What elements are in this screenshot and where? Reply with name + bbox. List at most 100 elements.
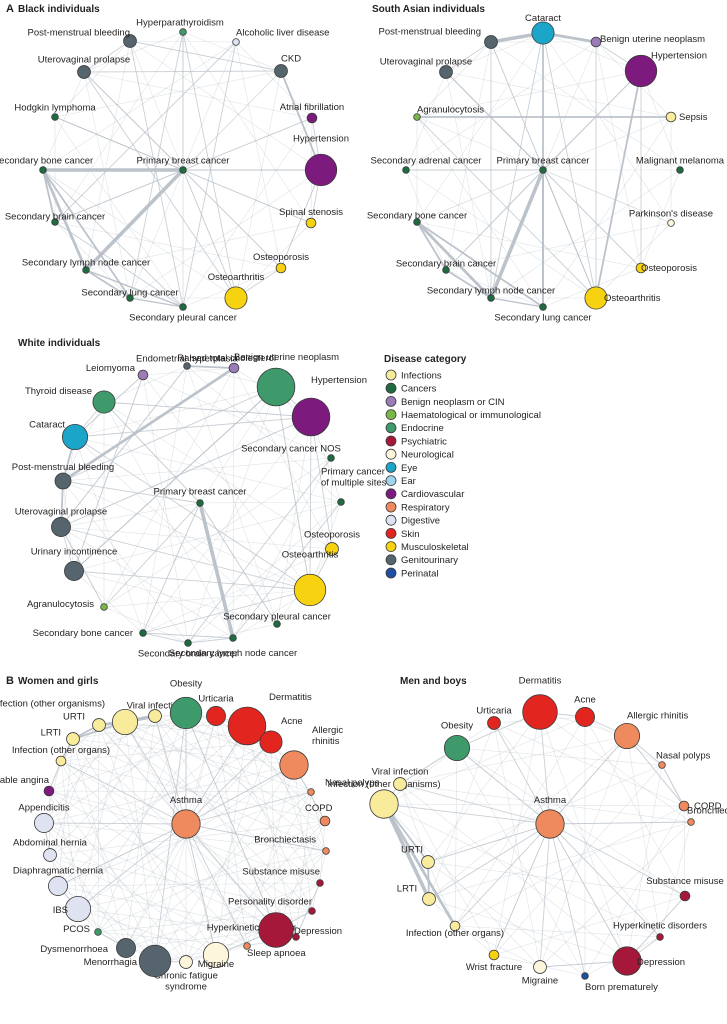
white-edge — [142, 416, 312, 634]
node-label: Secondary lymph node cancer — [169, 648, 297, 659]
node-marker-cancers — [539, 303, 547, 311]
white-edge — [142, 374, 189, 644]
white-edge — [232, 501, 342, 639]
black-edge — [129, 169, 322, 299]
node-label: Spinal stenosis — [279, 207, 343, 218]
women-edge — [72, 738, 327, 852]
black-edge — [85, 222, 312, 271]
women-edge — [43, 764, 295, 824]
node-secondary-brain-cancer: Secondary brain cancer — [5, 212, 105, 226]
node-secondary-bone-cancer: Secondary bone cancer — [367, 211, 467, 226]
men-edge — [661, 764, 685, 807]
men-edge — [399, 783, 628, 962]
men-edge — [493, 722, 541, 968]
men-edge — [539, 711, 692, 823]
node-marker-genitourinary — [484, 35, 498, 49]
node-nasal-polyps: Nasal polyps — [307, 778, 380, 796]
men-edge — [383, 803, 661, 938]
legend-item-musculoskeletal: Musculoskeletal — [385, 541, 469, 553]
white-edge — [186, 365, 342, 503]
men-edge — [539, 711, 628, 962]
node-label: Dermatitis — [519, 676, 562, 687]
node-atrial-fibrillation: Atrial fibrillation — [280, 102, 344, 124]
node-label: Infection (other organisms) — [328, 779, 441, 790]
southasian-edge — [405, 71, 447, 171]
men-edge — [539, 823, 551, 968]
node-dysmenorrhoea: Dysmenorrhoea — [40, 938, 136, 958]
women-edge — [185, 823, 277, 931]
node-marker-digestive — [43, 848, 57, 862]
women-edge — [77, 823, 187, 910]
node-marker-infections — [369, 789, 399, 819]
node-primary-breast-cancer: Primary breast cancer — [137, 156, 229, 174]
legend-item-infections: Infections — [385, 369, 442, 381]
black-edge — [54, 70, 282, 118]
node-label: Nasal polyps — [325, 778, 380, 789]
node-marker-genitourinary — [123, 34, 137, 48]
node-label: Uterovaginal prolapse — [380, 57, 472, 68]
black-edge — [41, 169, 88, 271]
black-edge — [54, 116, 184, 171]
men-edge — [428, 898, 495, 956]
node-depression: Depression — [258, 912, 342, 948]
black-edge — [129, 31, 184, 299]
legend-label: Musculoskeletal — [401, 542, 469, 553]
men-edge — [549, 823, 686, 897]
white-edge — [62, 386, 277, 482]
white-edge — [103, 401, 234, 639]
white-edge — [310, 416, 333, 550]
node-label: Malignant melanoma — [636, 156, 725, 167]
white-edge — [60, 365, 188, 528]
node-label: PCOS — [63, 924, 90, 935]
white-edge — [142, 502, 201, 634]
white-edge — [60, 502, 201, 528]
men-edge — [382, 803, 431, 900]
node-post-menstrual-bleeding: Post-menstrual bleeding — [12, 462, 114, 490]
node-hypertension: Hypertension — [624, 50, 707, 88]
women-edge — [154, 850, 327, 962]
southasian-edge — [416, 221, 447, 271]
legend-label: Infections — [401, 370, 442, 381]
node-marker-respiratory — [171, 809, 201, 839]
node-hodgkin-lymphoma: Hodgkin lymphoma — [14, 103, 96, 121]
women-edge — [43, 822, 217, 956]
white-edge — [60, 526, 333, 550]
women-edge — [77, 715, 217, 910]
men-edge — [549, 735, 628, 825]
node-label: Urinary incontinence — [31, 546, 118, 557]
node-acne: Acne — [574, 694, 596, 727]
men-edge — [383, 803, 551, 825]
black-edge — [280, 169, 322, 269]
southasian-edge — [416, 116, 544, 308]
men-edge — [549, 823, 661, 938]
node-label: Secondary pleural cancer — [129, 312, 237, 323]
men-edge — [493, 764, 663, 956]
women-edge — [124, 721, 156, 962]
node-personality-disorder: Personality disorder — [228, 897, 316, 915]
node-marker-digestive — [48, 876, 68, 896]
node-label: Infection (other organs) — [12, 745, 110, 756]
southasian-edge — [445, 41, 492, 271]
black-edge — [83, 70, 282, 73]
black-edge — [235, 70, 282, 299]
women-edge — [49, 741, 272, 856]
node-label: Cataract — [29, 419, 65, 430]
southasian-edge — [416, 169, 544, 223]
black-edge — [182, 70, 282, 171]
node-sleep-apnoea: Sleep apnoea — [243, 942, 306, 959]
node-marker-respiratory — [279, 750, 309, 780]
legend-item-neurological: Neurological — [385, 448, 454, 461]
black-edge — [42, 41, 237, 171]
women-edge — [60, 760, 187, 825]
black-edge — [83, 71, 184, 171]
white-edge — [103, 365, 188, 403]
node-benign-uterine-neoplasm: Benign uterine neoplasm — [590, 34, 705, 48]
white-edge — [276, 416, 312, 625]
node-agranulocytosis: Agranulocytosis — [413, 105, 484, 121]
women-edge — [246, 725, 297, 938]
women-edge — [48, 790, 312, 793]
node-marker-musculoskeletal — [325, 542, 339, 556]
